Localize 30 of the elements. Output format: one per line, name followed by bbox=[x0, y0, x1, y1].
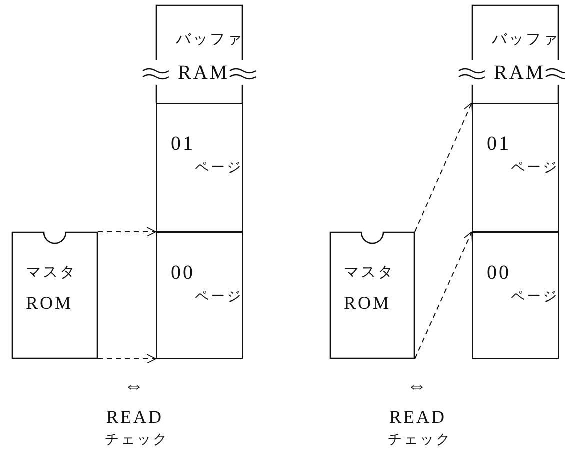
buffer-label: バッファ bbox=[492, 33, 560, 48]
memory-page-box bbox=[472, 103, 559, 232]
memory-page-box bbox=[156, 103, 243, 232]
rom-label: ROM bbox=[26, 294, 74, 312]
page-label: ページ bbox=[195, 162, 243, 176]
check-label: チェック bbox=[105, 434, 165, 448]
page-label: ページ bbox=[511, 291, 559, 305]
page-number: 01 bbox=[171, 134, 195, 154]
dashed-arrow bbox=[98, 354, 156, 364]
ram-label: RAM bbox=[494, 63, 546, 83]
check-label: チェック bbox=[388, 434, 448, 448]
page-number: 01 bbox=[487, 134, 511, 154]
ram-label: RAM bbox=[178, 63, 230, 83]
dashed-arrow bbox=[98, 227, 156, 237]
rom-name-label: マスタ bbox=[26, 266, 77, 281]
page-number: 00 bbox=[171, 263, 195, 283]
memory-page-box bbox=[156, 232, 243, 359]
double-arrow-symbol: ⇔ bbox=[123, 376, 147, 396]
page-label: ページ bbox=[511, 162, 559, 176]
dashed-arrow bbox=[414, 232, 473, 360]
buffer-label: バッファ bbox=[176, 33, 244, 48]
read-label: READ bbox=[106, 408, 164, 426]
read-label: READ bbox=[388, 408, 448, 426]
page-label: ページ bbox=[195, 291, 243, 305]
rom-label: ROM bbox=[344, 294, 392, 312]
double-arrow-symbol: ⇔ bbox=[406, 376, 430, 396]
page-number: 00 bbox=[487, 263, 511, 283]
rom-name-label: マスタ bbox=[344, 266, 395, 281]
dashed-arrow bbox=[414, 102, 473, 232]
memory-page-box bbox=[472, 232, 559, 359]
